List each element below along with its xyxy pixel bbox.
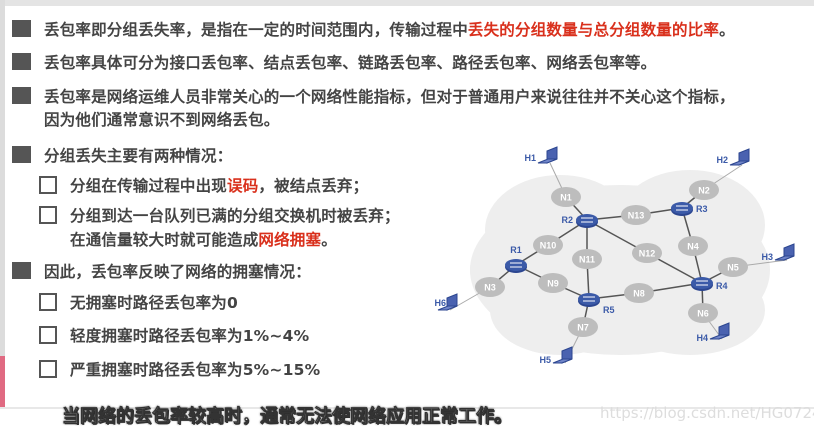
network-cloud-N6: N6 <box>688 303 718 323</box>
svg-text:N13: N13 <box>628 211 645 221</box>
host-laptop-H2: H2 <box>716 148 750 166</box>
network-cloud-N1: N1 <box>551 187 581 207</box>
watermark: https://blog.csdn.net/HG0724 <box>600 404 814 422</box>
video-subtitle: 当网络的丢包率较高时，通常无法使网络应用正常工作。 <box>62 406 513 428</box>
sub-item-2-line1: 分组到达一台队列已满的分组交换机时被丢弃； <box>70 207 400 225</box>
bullet-5: 因此，丢包率反映了网络的拥塞情况： <box>44 263 311 281</box>
bullet-square-icon <box>12 146 31 163</box>
router-R5: R5 <box>578 293 615 315</box>
bullet-1: 丢包率即分组丢失率，是指在一定的时间范围内，传输过程中丢失的分组数量与总分组数量… <box>44 18 735 40</box>
checkbox-icon <box>39 360 57 378</box>
svg-text:N9: N9 <box>547 279 559 289</box>
bullet-square-icon <box>12 53 31 70</box>
bullet-square-icon <box>12 87 31 104</box>
network-cloud-N13: N13 <box>621 205 651 225</box>
network-cloud-N10: N10 <box>533 235 563 255</box>
top-border <box>0 0 814 6</box>
router-R4: R4 <box>691 277 728 291</box>
svg-text:H6: H6 <box>434 298 446 308</box>
bullet-1-text: 丢包率即分组丢失率，是指在一定的时间范围内，传输过程中 <box>44 21 468 39</box>
sub-item-2-line2: 在通信量较大时就可能造成网络拥塞。 <box>70 228 337 250</box>
router-R2: R2 <box>561 214 598 228</box>
sub-item-highlight: 网络拥塞 <box>258 231 322 249</box>
sub-item-end: ，被结点丢弃； <box>258 177 369 195</box>
sub-item-text: 分组在传输过程中出现 <box>70 177 228 195</box>
sub-item-highlight: 误码 <box>227 177 259 195</box>
svg-text:N8: N8 <box>633 289 645 299</box>
bullet-3-line2: 因为他们通常意识不到网络丢包。 <box>44 111 280 129</box>
network-cloud-N4: N4 <box>678 236 708 256</box>
svg-text:N6: N6 <box>697 309 709 319</box>
router-R3: R3 <box>671 202 708 216</box>
bullet-square-icon <box>12 262 31 279</box>
router-R1: R1 <box>505 245 527 273</box>
checkbox-icon <box>39 293 57 311</box>
sub-item-3: 无拥塞时路径丢包率为0 <box>70 294 238 312</box>
bullet-1-end: 。 <box>719 21 735 39</box>
svg-text:H2: H2 <box>716 155 728 165</box>
svg-text:N12: N12 <box>639 249 656 259</box>
network-cloud-N12: N12 <box>632 243 662 263</box>
network-cloud-N8: N8 <box>624 283 654 303</box>
checkbox-icon <box>39 326 57 344</box>
svg-text:H4: H4 <box>696 333 708 343</box>
checkbox-icon <box>39 176 57 194</box>
bullet-3-line1: 丢包率是网络运维人员非常关心的一个网络性能指标，但对于普通用户来说往往并不关心这… <box>44 88 735 106</box>
sub-item-4: 轻度拥塞时路径丢包率为1%~4% <box>70 327 310 345</box>
svg-text:N1: N1 <box>560 193 572 203</box>
svg-text:R5: R5 <box>603 305 615 315</box>
host-laptop-H3: H3 <box>761 243 795 262</box>
svg-text:N2: N2 <box>698 186 710 196</box>
divider <box>0 407 814 409</box>
network-cloud-N9: N9 <box>538 273 568 293</box>
network-cloud-N5: N5 <box>718 257 748 277</box>
checkbox-icon <box>39 206 57 224</box>
svg-text:N5: N5 <box>727 263 739 273</box>
left-accent-bar <box>0 356 5 408</box>
svg-text:N4: N4 <box>687 242 699 252</box>
bullet-1-highlight: 丢失的分组数量与总分组数量的比率 <box>467 21 720 39</box>
sub-item-5: 严重拥塞时路径丢包率为5%~15% <box>70 361 321 379</box>
left-border <box>0 0 5 356</box>
network-cloud-N7: N7 <box>568 317 598 337</box>
svg-text:R1: R1 <box>510 245 522 255</box>
network-cloud-N2: N2 <box>689 180 719 200</box>
svg-text:N7: N7 <box>577 323 589 333</box>
sub-item-text: 在通信量较大时就可能造成 <box>70 231 259 249</box>
svg-text:H5: H5 <box>539 355 551 365</box>
host-laptop-H6: H6 <box>434 293 458 311</box>
host-laptop-H4: H4 <box>696 322 730 343</box>
svg-text:R2: R2 <box>561 215 573 225</box>
svg-text:N3: N3 <box>484 283 496 293</box>
svg-text:N10: N10 <box>540 241 557 251</box>
bullet-4: 分组丢失主要有两种情况： <box>44 147 233 165</box>
svg-text:H1: H1 <box>524 153 536 163</box>
svg-text:H3: H3 <box>761 252 773 262</box>
svg-text:R4: R4 <box>716 281 728 291</box>
network-cloud-N11: N11 <box>572 249 602 269</box>
network-cloud-N3: N3 <box>475 277 505 297</box>
sub-item-end: 。 <box>321 231 337 249</box>
host-laptop-H5: H5 <box>539 346 573 365</box>
svg-text:N11: N11 <box>579 255 595 265</box>
bullet-square-icon <box>12 20 31 37</box>
bullet-2: 丢包率具体可分为接口丢包率、结点丢包率、链路丢包率、路径丢包率、网络丢包率等。 <box>44 54 657 72</box>
svg-text:R3: R3 <box>696 204 708 214</box>
host-laptop-H1: H1 <box>524 146 558 164</box>
sub-item-1: 分组在传输过程中出现误码，被结点丢弃； <box>70 174 368 196</box>
